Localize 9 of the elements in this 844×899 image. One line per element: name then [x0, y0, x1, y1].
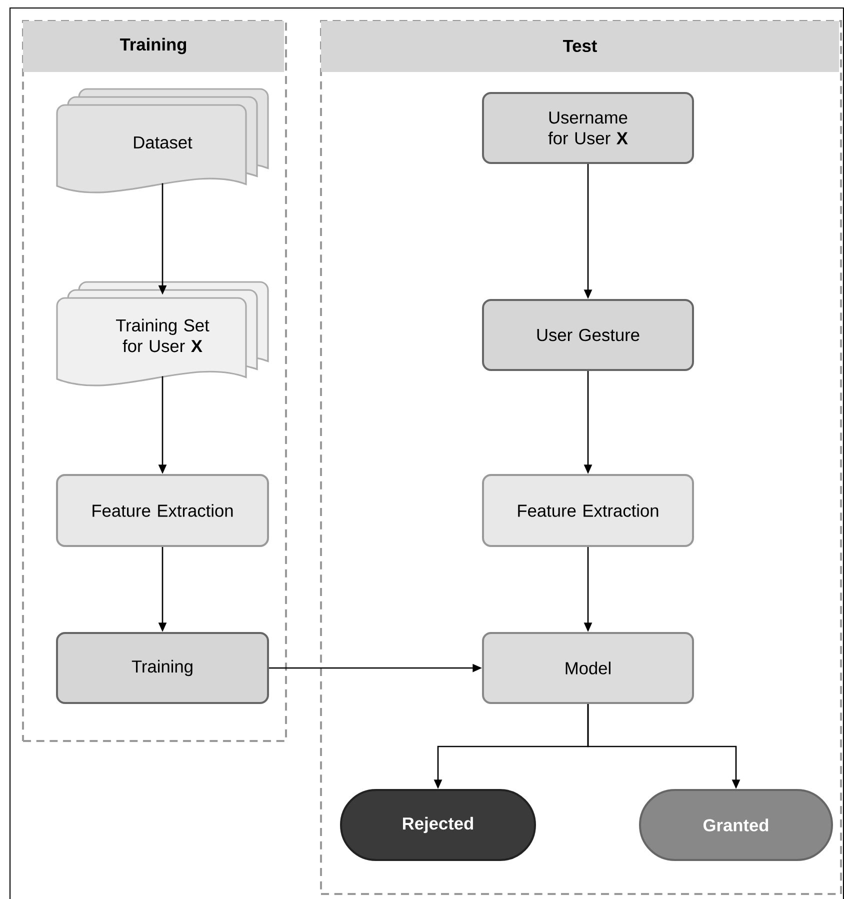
terminal-oval: Granted [639, 789, 833, 861]
process-box: Model [482, 632, 694, 704]
document-stack: Dataset [56, 88, 269, 194]
process-box: Training [56, 632, 269, 704]
document-stack: Training Set for User X [56, 281, 269, 386]
process-box: User Gesture [482, 299, 694, 371]
process-box: Feature Extraction [482, 474, 694, 548]
process-box: Username for User X [482, 92, 694, 164]
process-box: Feature Extraction [56, 474, 269, 548]
